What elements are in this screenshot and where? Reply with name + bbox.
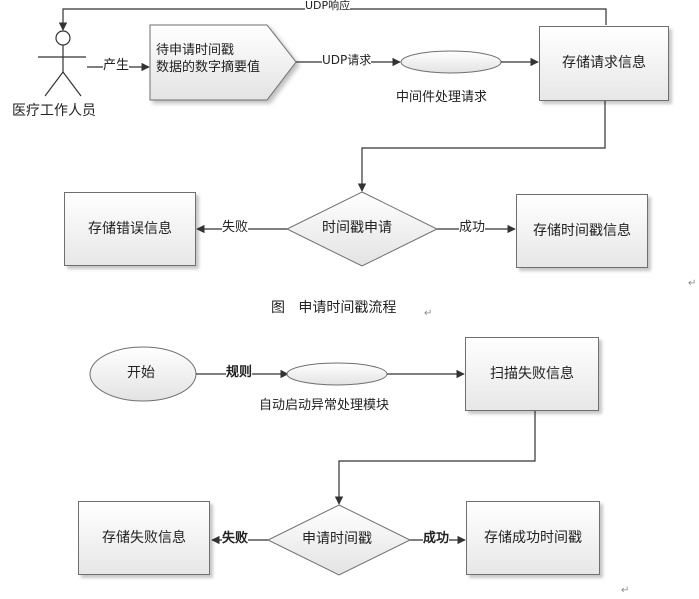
rule-label: 规则 (226, 365, 253, 380)
store-timestamp-text: 存储时间戳信息 (533, 222, 631, 239)
produce-label: 产生 (103, 58, 130, 73)
store-success-box: 存储成功时间戳 (466, 501, 600, 575)
figure-caption: 图 申请时间戳流程 (271, 300, 397, 316)
decision-2-text: 申请时间戳 (302, 531, 372, 547)
store-error-box: 存储错误信息 (64, 192, 196, 266)
paragraph-mark-1: ↵ (688, 278, 697, 289)
udp-response-label: UDP响应 (305, 0, 351, 12)
auto-module-label: 自动启动异常处理模块 (259, 398, 390, 413)
success-label-1: 成功 (459, 220, 486, 235)
store-request-box: 存储请求信息 (539, 26, 669, 101)
fail-label-2: 失败 (222, 531, 249, 546)
store-timestamp-box: 存储时间戳信息 (516, 194, 648, 268)
store-request-text: 存储请求信息 (562, 55, 646, 71)
scan-box: 扫描失败信息 (465, 337, 599, 411)
udp-request-label: UDP请求 (322, 53, 372, 68)
success-label-2: 成功 (423, 531, 450, 546)
auto-module-ellipse (286, 362, 388, 386)
arrow-to-decision-2 (334, 411, 536, 505)
digest-shape (149, 24, 297, 101)
fail-label-1: 失败 (222, 220, 249, 235)
store-fail-box: 存储失败信息 (78, 501, 210, 575)
arrow-udp-response (58, 8, 607, 31)
scan-box-text: 扫描失败信息 (490, 365, 574, 382)
middleware-ellipse (400, 50, 502, 74)
store-success-text: 存储成功时间戳 (484, 529, 582, 546)
arrow-to-decision-1 (357, 101, 606, 192)
paragraph-mark-3: ↵ (621, 585, 630, 596)
middleware-label: 中间件处理请求 (396, 90, 488, 105)
paragraph-mark-2: ↵ (424, 308, 433, 319)
store-fail-text: 存储失败信息 (102, 529, 186, 546)
store-error-text: 存储错误信息 (88, 220, 172, 237)
actor-label: 医疗工作人员 (12, 103, 96, 119)
digest-box-text: 待申请时间戳 数据的数字摘要值 (156, 43, 261, 75)
decision-1-text: 时间戳申请 (322, 220, 392, 236)
start-text: 开始 (127, 365, 155, 381)
decision-diamond-1 (285, 191, 439, 267)
actor-figure (38, 30, 86, 97)
decision-diamond-2 (266, 504, 412, 576)
